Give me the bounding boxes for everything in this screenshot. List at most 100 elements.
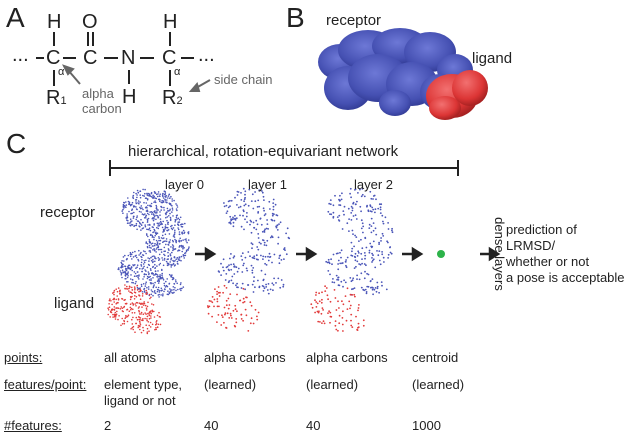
ligand-point bbox=[146, 332, 149, 335]
receptor-point bbox=[159, 223, 162, 226]
receptor-point bbox=[367, 273, 370, 276]
receptor-point bbox=[328, 202, 331, 205]
receptor-point bbox=[145, 242, 147, 244]
receptor-point bbox=[159, 248, 161, 251]
receptor-point bbox=[180, 240, 183, 242]
receptor-point bbox=[155, 244, 158, 246]
receptor-point bbox=[149, 275, 151, 278]
receptor-point bbox=[233, 265, 236, 267]
receptor-point bbox=[160, 237, 163, 239]
receptor-point bbox=[154, 273, 157, 275]
receptor-point bbox=[337, 252, 339, 255]
receptor-point bbox=[364, 257, 366, 260]
ligand-point bbox=[114, 316, 117, 318]
receptor-point bbox=[165, 260, 168, 263]
layer-2-label: layer 2 bbox=[354, 177, 394, 192]
ligand-point bbox=[321, 307, 324, 309]
ligand-point bbox=[132, 304, 134, 306]
receptor-point bbox=[367, 285, 370, 288]
receptor-point bbox=[262, 207, 265, 210]
receptor-point bbox=[177, 258, 180, 260]
ligand-point bbox=[328, 310, 330, 313]
receptor-point bbox=[161, 206, 163, 209]
receptor-point bbox=[136, 264, 139, 267]
receptor-point bbox=[152, 265, 154, 268]
ligand-point bbox=[116, 302, 118, 304]
receptor-point bbox=[173, 256, 176, 258]
receptor-point bbox=[154, 270, 157, 273]
receptor-point bbox=[165, 194, 167, 197]
receptor-point bbox=[161, 274, 163, 277]
receptor-point bbox=[163, 282, 165, 285]
receptor-point bbox=[228, 264, 230, 266]
receptor-point bbox=[218, 271, 221, 273]
receptor-point bbox=[169, 290, 171, 293]
ligand-point bbox=[233, 324, 236, 327]
ligand-point bbox=[138, 324, 140, 327]
receptor-point bbox=[137, 220, 140, 222]
receptor-point bbox=[146, 220, 149, 222]
receptor-point bbox=[153, 191, 156, 193]
receptor-point bbox=[121, 269, 124, 272]
receptor-point bbox=[359, 263, 362, 266]
receptor-point bbox=[243, 262, 245, 265]
receptor-point bbox=[158, 264, 161, 266]
ligand-point bbox=[107, 313, 109, 316]
receptor-point bbox=[240, 225, 243, 228]
ligand-point bbox=[148, 324, 150, 327]
ligand-point bbox=[124, 302, 127, 305]
receptor-point bbox=[233, 265, 236, 268]
receptor-point bbox=[138, 225, 140, 227]
ligand-point bbox=[216, 305, 219, 308]
ligand-point bbox=[142, 319, 144, 322]
ligand-point bbox=[138, 309, 140, 312]
receptor-point bbox=[172, 263, 175, 265]
receptor-point bbox=[136, 189, 139, 192]
ligand-point bbox=[159, 316, 162, 318]
ellipsis-right: ... bbox=[198, 44, 215, 66]
receptor-point bbox=[153, 216, 155, 219]
receptor-point bbox=[372, 208, 375, 211]
receptor-point bbox=[361, 247, 364, 250]
receptor-point bbox=[247, 284, 250, 286]
receptor-point bbox=[173, 236, 176, 238]
receptor-point bbox=[159, 277, 161, 280]
ligand-point bbox=[145, 324, 147, 327]
ligand-point bbox=[350, 324, 353, 327]
receptor-point bbox=[141, 213, 144, 215]
receptor-point bbox=[162, 231, 164, 233]
receptor-point bbox=[146, 243, 149, 245]
receptor-point bbox=[133, 206, 135, 208]
receptor-point bbox=[363, 277, 366, 280]
ligand-point bbox=[119, 289, 121, 292]
receptor-point bbox=[228, 221, 231, 224]
ligand-point bbox=[216, 298, 219, 300]
cell-features-2: (learned) bbox=[306, 377, 359, 392]
receptor-point bbox=[132, 197, 135, 200]
receptor-point bbox=[160, 248, 163, 251]
output-line-3: whether or not bbox=[506, 254, 590, 269]
ligand-point bbox=[156, 326, 159, 329]
receptor-point bbox=[371, 252, 373, 255]
ligand-point bbox=[315, 301, 318, 303]
receptor-point bbox=[131, 212, 134, 215]
receptor-point bbox=[156, 241, 159, 243]
receptor-point bbox=[263, 241, 266, 244]
receptor-point bbox=[223, 202, 225, 204]
receptor-point bbox=[265, 286, 268, 288]
receptor-point bbox=[271, 282, 274, 285]
receptor-point bbox=[177, 227, 179, 229]
receptor-point bbox=[168, 249, 170, 251]
receptor-point bbox=[167, 293, 170, 296]
receptor-point bbox=[374, 287, 377, 289]
receptor-point bbox=[139, 287, 141, 289]
receptor-point bbox=[170, 289, 172, 291]
ligand-point bbox=[227, 307, 230, 310]
receptor-point bbox=[354, 259, 357, 262]
receptor-point bbox=[158, 236, 160, 238]
receptor-point bbox=[132, 282, 135, 284]
receptor-point bbox=[164, 254, 166, 257]
receptor-point bbox=[245, 215, 248, 218]
receptor-point bbox=[175, 240, 177, 242]
ligand-point bbox=[146, 331, 149, 333]
